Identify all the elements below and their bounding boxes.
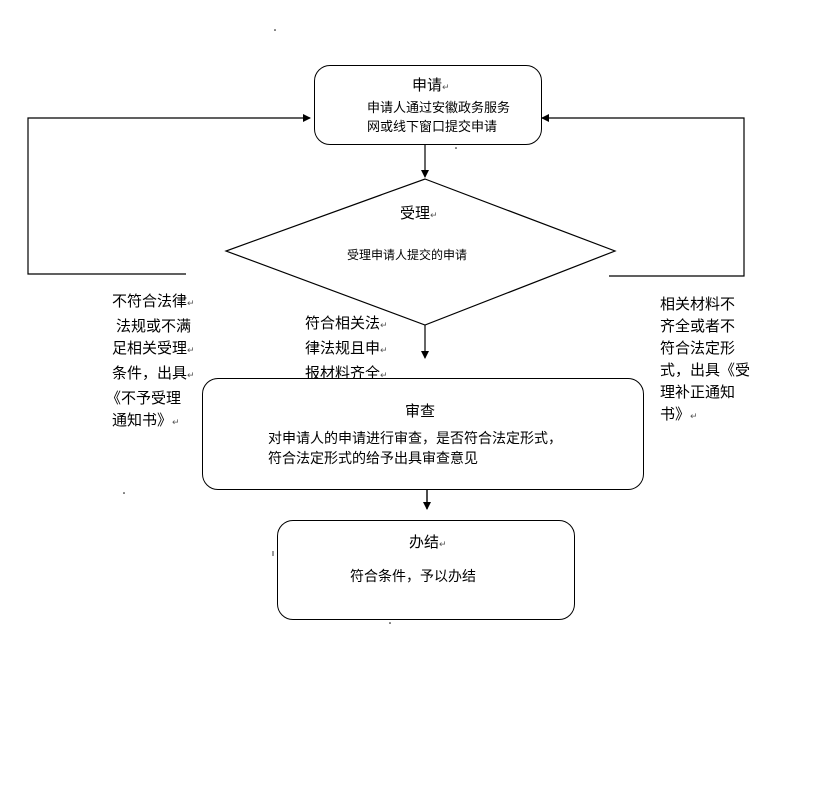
right-note-line: 式，出具《受: [660, 361, 751, 379]
middle-note: 符合相关法↵ 律法规且申↵ 报材料齐全↵: [305, 312, 388, 387]
apply-title: 申请↵: [412, 76, 450, 94]
right-note-line: 齐全或者不: [660, 317, 736, 335]
right-note: 相关材料不 齐全或者不 符合法定形 式，出具《受 理补正通知 书》↵: [660, 293, 750, 428]
left-note-line: 不符合法律↵: [112, 292, 195, 310]
done-text: 符合条件，予以办结: [350, 569, 476, 585]
review-line-2: 符合法定形式的给予出具审查意见: [268, 451, 478, 467]
accept-title: 受理↵: [400, 204, 438, 222]
left-note-line: 法规或不满: [116, 317, 192, 335]
apply-line-2: 网或线下窗口提交申请: [367, 120, 498, 135]
review-box: [202, 378, 644, 490]
review-title: 审查: [405, 402, 436, 420]
right-return-line: [541, 114, 745, 277]
left-return-line: [27, 114, 311, 275]
right-note-line: 书》↵: [660, 405, 698, 423]
left-note-line: 足相关受理↵: [112, 339, 195, 357]
middle-note-line: 符合相关法↵: [305, 314, 388, 332]
done-box: [277, 520, 575, 620]
done-title: 办结↵: [409, 533, 447, 551]
review-line-1: 对申请人的申请进行审查，是否符合法定形式，: [268, 431, 562, 447]
accept-text: 受理申请人提交的申请: [347, 248, 468, 262]
middle-note-line: 律法规且申↵: [305, 339, 388, 357]
right-note-line: 符合法定形: [660, 339, 736, 357]
left-note: 不符合法律↵ 法规或不满 足相关受理↵ 条件，出具↵ 《不予受理 通知书》↵: [106, 290, 195, 434]
apply-line-1: 申请人通过安徽政务服务: [367, 101, 511, 116]
left-note-line: 《不予受理: [106, 389, 182, 407]
right-note-line: 理补正通知: [660, 383, 736, 401]
apply-box: [314, 65, 542, 145]
left-note-line: 通知书》↵: [112, 411, 180, 429]
middle-note-line: 报材料齐全↵: [305, 364, 388, 382]
right-note-line: 相关材料不: [660, 295, 736, 313]
left-note-line: 条件，出具↵: [112, 364, 195, 382]
